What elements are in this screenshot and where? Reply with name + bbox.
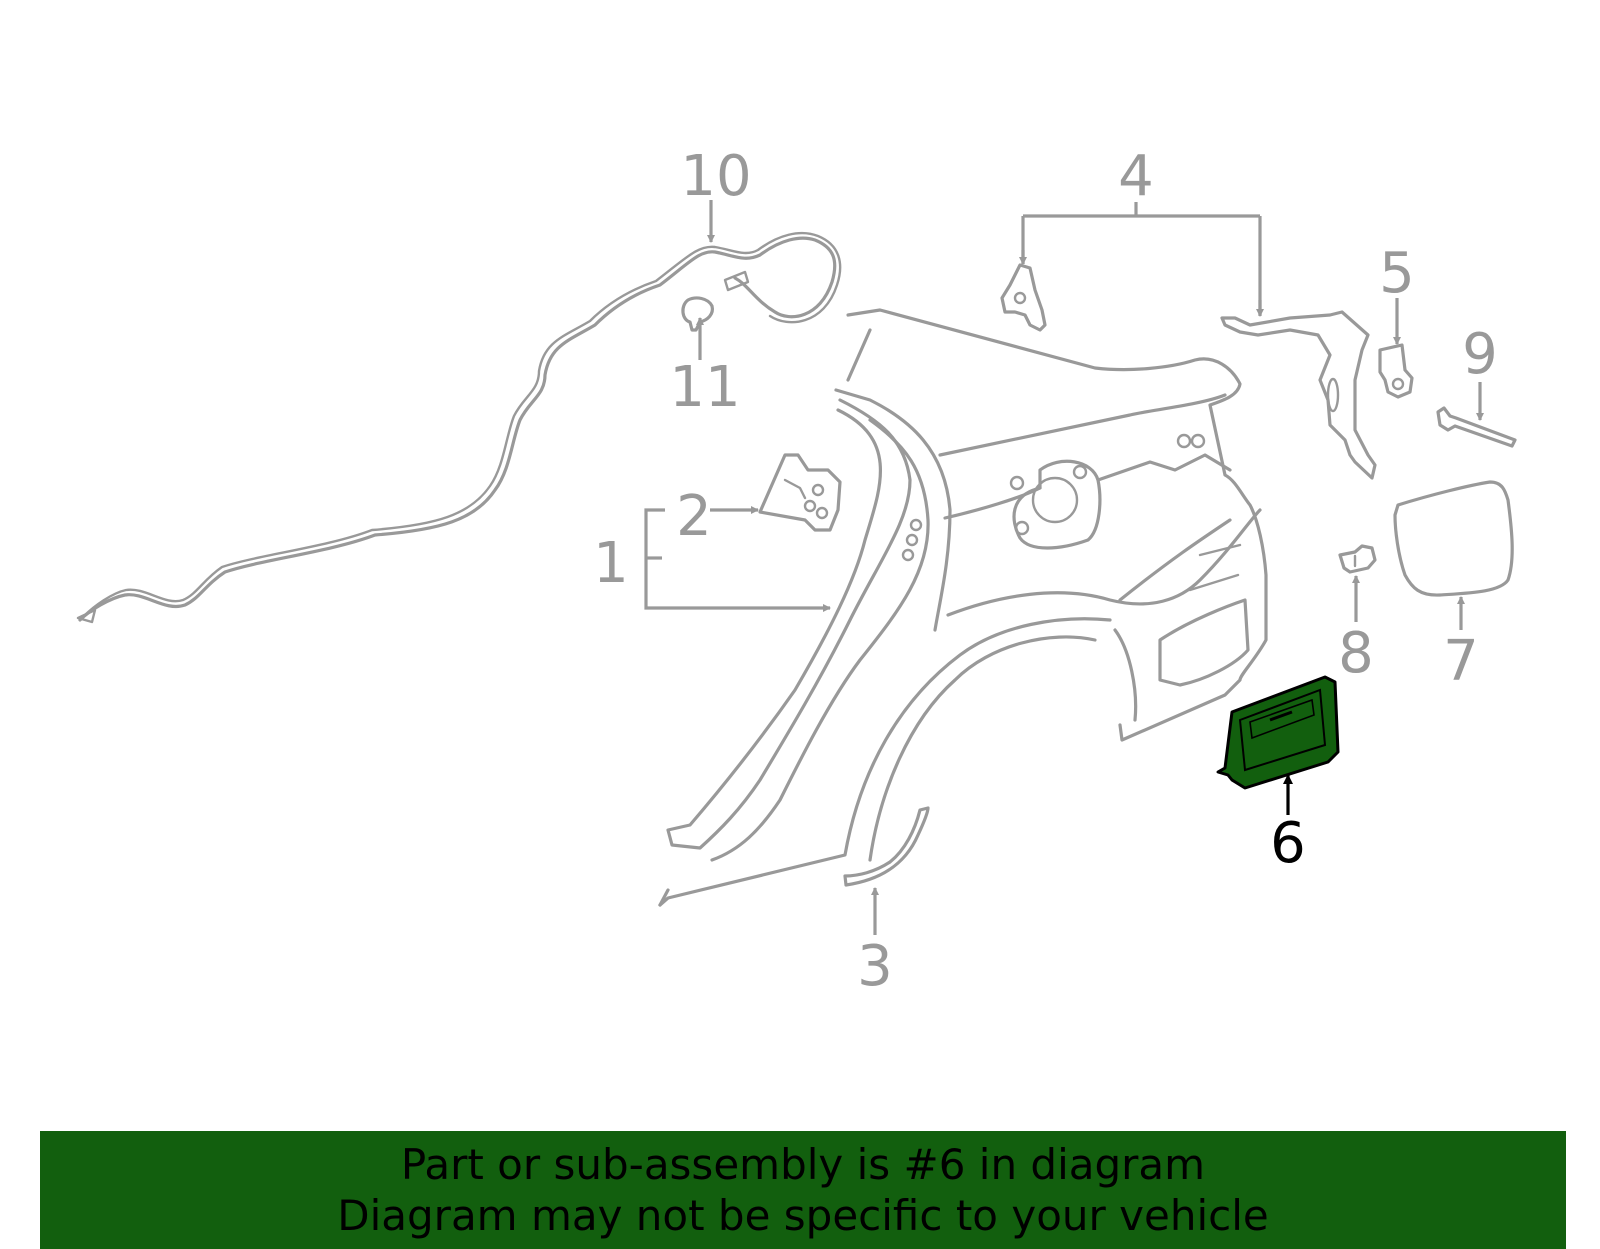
callout-1: 1 bbox=[593, 531, 629, 596]
callout-7: 7 bbox=[1443, 629, 1479, 694]
bolt-9 bbox=[1436, 406, 1517, 448]
fuel-lid-7 bbox=[1393, 480, 1514, 597]
callout-8: 8 bbox=[1338, 621, 1374, 686]
leader-lines bbox=[644, 200, 1484, 935]
banner-line-1: Part or sub-assembly is #6 in diagram bbox=[400, 1140, 1206, 1189]
callout-5: 5 bbox=[1379, 241, 1415, 306]
clip-11 bbox=[681, 296, 714, 332]
reinforcement-4b bbox=[1220, 310, 1377, 480]
quarter-panel bbox=[658, 308, 1268, 907]
fuel-lid-cable bbox=[76, 231, 842, 624]
banner-line-2: Diagram may not be specific to your vehi… bbox=[337, 1191, 1269, 1240]
callout-10: 10 bbox=[680, 144, 751, 209]
retainer-8 bbox=[1338, 544, 1377, 574]
leader-4 bbox=[1021, 202, 1262, 315]
reinforcement-4a bbox=[1000, 263, 1047, 332]
arch-strip-3 bbox=[843, 806, 930, 887]
bracket-2 bbox=[758, 453, 842, 532]
info-banner: Part or sub-assembly is #6 in diagram Di… bbox=[40, 1131, 1566, 1249]
callout-labels: 1 2 3 4 5 6 7 8 9 10 11 bbox=[593, 144, 1498, 999]
callout-4: 4 bbox=[1118, 144, 1154, 209]
callout-11: 11 bbox=[669, 355, 740, 420]
leader-1 bbox=[644, 508, 831, 612]
callout-3: 3 bbox=[857, 934, 893, 999]
callout-9: 9 bbox=[1462, 322, 1498, 387]
bracket-5 bbox=[1378, 343, 1414, 399]
callout-6: 6 bbox=[1270, 811, 1306, 876]
callout-2: 2 bbox=[676, 484, 712, 549]
fuel-filler-box-6 bbox=[1216, 675, 1340, 790]
